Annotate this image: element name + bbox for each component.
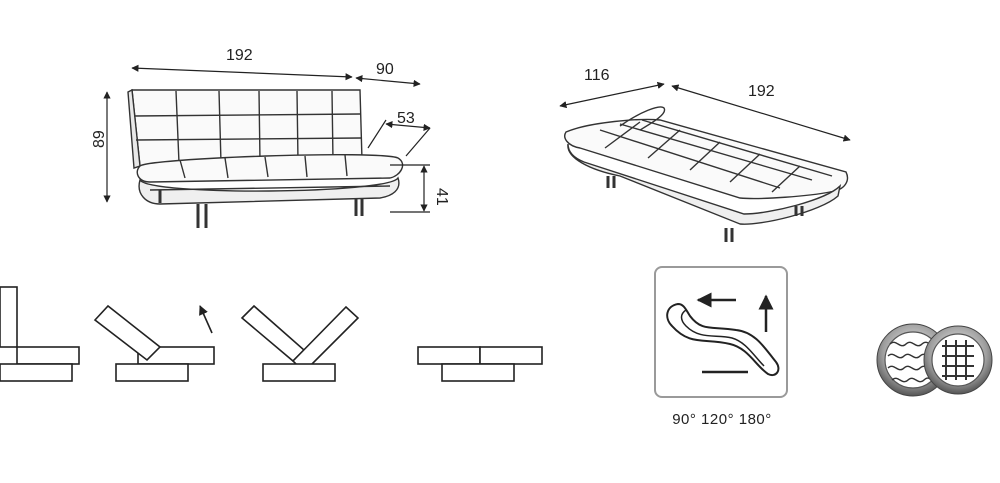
recline-mechanism-icon — [666, 292, 780, 376]
sofa-bed-drawing — [564, 106, 849, 242]
flat-bed-position-icon — [417, 346, 543, 382]
front-width-label: 192 — [226, 47, 253, 64]
bed-depth-label: 116 — [584, 67, 610, 84]
seat-height-label: 41 — [433, 188, 450, 206]
bed-dimensions — [559, 81, 851, 142]
webbing-upholstery-icon — [923, 325, 993, 395]
upright-position-icon — [0, 286, 80, 382]
tilt-position-icon — [93, 304, 215, 382]
angles-caption: 90° 120° 180° — [672, 411, 772, 428]
sofa-front-drawing — [127, 88, 404, 228]
front-height-label: 89 — [91, 130, 108, 148]
bed-width-label: 192 — [748, 83, 775, 100]
v-fold-position-icon — [240, 304, 360, 382]
front-depth-label: 90 — [376, 61, 394, 78]
front-dimensions — [103, 64, 431, 213]
seat-depth-label: 53 — [397, 110, 415, 127]
recline-mechanism-frame — [654, 266, 788, 398]
